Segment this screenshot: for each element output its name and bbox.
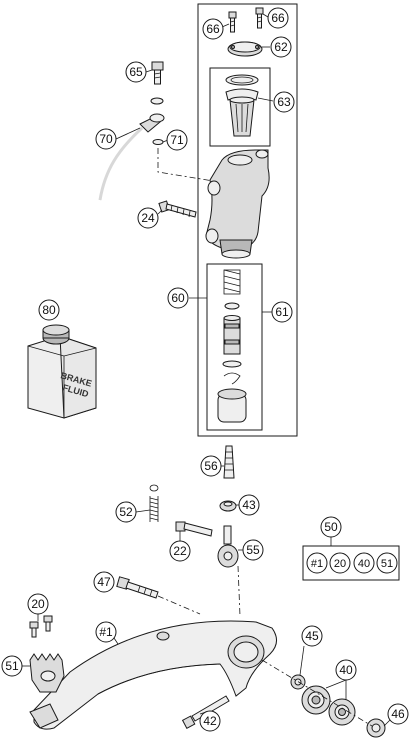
brake-pedal-1	[29, 620, 277, 730]
svg-text:61: 61	[275, 305, 289, 319]
callout-56: 56	[200, 455, 222, 477]
screw-22	[175, 521, 213, 537]
callout-1: #1	[95, 621, 117, 643]
kit-item-20: 20	[329, 552, 351, 574]
callout-50: 50	[320, 516, 342, 538]
callout-43: 43	[238, 494, 260, 516]
callout-61: 61	[271, 301, 293, 323]
svg-text:24: 24	[141, 211, 155, 225]
svg-text:40: 40	[339, 663, 353, 677]
spring-52	[149, 484, 159, 522]
callout-51: 51	[1, 655, 23, 677]
callout-52: 52	[115, 501, 137, 523]
svg-text:22: 22	[173, 544, 187, 558]
bolt-47	[116, 576, 159, 599]
callout-24: 24	[137, 207, 159, 229]
svg-text:66: 66	[206, 22, 220, 36]
svg-text:52: 52	[119, 505, 133, 519]
callout-22: 22	[169, 540, 191, 562]
master-cylinder-body	[205, 149, 270, 259]
svg-text:55: 55	[246, 543, 260, 557]
svg-text:63: 63	[277, 95, 291, 109]
svg-text:51: 51	[5, 659, 19, 673]
washer-71	[152, 139, 164, 145]
svg-text:20: 20	[334, 558, 346, 570]
svg-text:62: 62	[274, 40, 288, 54]
callout-66-right: 66	[267, 7, 289, 29]
svg-text:46: 46	[391, 707, 405, 721]
svg-text:66: 66	[271, 11, 285, 25]
screw-24	[158, 200, 197, 218]
bearings-40	[301, 685, 356, 726]
svg-text:80: 80	[42, 303, 56, 317]
svg-text:70: 70	[99, 132, 113, 146]
callout-63: 63	[273, 91, 295, 113]
svg-text:65: 65	[129, 65, 143, 79]
callout-70: 70	[95, 128, 117, 150]
callout-20: 20	[27, 593, 49, 615]
kit-item-1: #1	[306, 552, 328, 574]
push-rod-56	[223, 445, 235, 479]
svg-text:47: 47	[97, 575, 111, 589]
svg-text:43: 43	[242, 498, 256, 512]
callout-62: 62	[270, 36, 292, 58]
callout-42: 42	[199, 710, 221, 732]
svg-text:51: 51	[381, 558, 393, 570]
screw-66-left	[228, 11, 237, 33]
screw-42	[181, 695, 230, 729]
reservoir-cover-62	[227, 41, 263, 57]
callout-45: 45	[301, 625, 323, 647]
callout-80: 80	[38, 299, 60, 321]
callout-40: 40	[335, 659, 357, 681]
svg-text:60: 60	[171, 291, 185, 305]
pedal-tip-51	[29, 653, 65, 693]
svg-text:42: 42	[203, 714, 217, 728]
piston-kit-subframe	[206, 263, 263, 431]
screw-66-right	[255, 7, 264, 29]
svg-text:40: 40	[358, 558, 370, 570]
callout-65: 65	[125, 61, 147, 83]
kit-item-40: 40	[353, 552, 375, 574]
callout-71: 71	[166, 129, 188, 151]
svg-text:56: 56	[204, 459, 218, 473]
master-cylinder-frame	[197, 3, 298, 437]
brake-fluid-bottle-80: BRAKE FLUID	[27, 324, 97, 419]
brake-hose-70	[98, 113, 165, 201]
svg-text:71: 71	[170, 133, 184, 147]
callout-55: 55	[242, 539, 264, 561]
kit-box-50	[302, 545, 400, 581]
piston-kit-61	[217, 269, 247, 423]
svg-text:45: 45	[305, 629, 319, 643]
svg-text:20: 20	[31, 597, 45, 611]
banjo-bolt-65	[151, 61, 164, 85]
nut-43	[219, 500, 237, 512]
svg-text:#1: #1	[311, 558, 323, 570]
callout-47: 47	[93, 571, 115, 593]
washer-65	[150, 97, 164, 105]
callout-66-left: 66	[202, 18, 224, 40]
svg-text:#1: #1	[99, 625, 113, 639]
svg-text:50: 50	[324, 520, 338, 534]
screws-20	[29, 615, 53, 638]
kit-item-51: 51	[376, 552, 398, 574]
nut-46	[366, 718, 386, 738]
clevis-55	[217, 525, 239, 568]
reservoir-diaphragm-63	[225, 74, 259, 137]
reservoir-subframe	[209, 67, 271, 147]
callout-60: 60	[167, 287, 189, 309]
callout-46: 46	[387, 703, 409, 725]
